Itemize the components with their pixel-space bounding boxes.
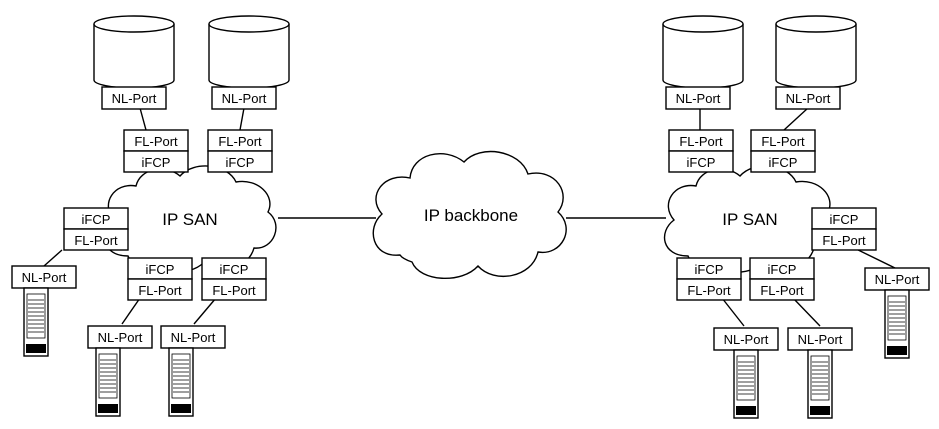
link <box>239 107 245 131</box>
ifcp-label: iFCP <box>695 262 724 277</box>
ifcp-gateway: iFCP FL-Port <box>811 207 877 251</box>
fl-port-label: FL-Port <box>218 134 262 149</box>
server-icon <box>807 349 833 419</box>
ifcp-label: iFCP <box>769 155 798 170</box>
ifcp-label: iFCP <box>830 212 859 227</box>
ifcp-label: iFCP <box>82 212 111 227</box>
fl-port-label: FL-Port <box>134 134 178 149</box>
server-icon <box>168 347 194 417</box>
ip-backbone-label: IP backbone <box>424 206 518 225</box>
ifcp-label: iFCP <box>687 155 716 170</box>
disk-storage-icon <box>775 15 857 89</box>
nl-port-label: NL-Port <box>724 332 769 347</box>
fl-port-label: FL-Port <box>138 283 182 298</box>
ip-san-cloud-left: IP SAN <box>103 165 277 273</box>
nl-port-box: NL-Port <box>787 327 853 351</box>
ifcp-gateway: FL-Port iFCP <box>123 129 189 173</box>
nl-port-box: NL-Port <box>101 86 167 110</box>
nl-port-label: NL-Port <box>222 91 267 106</box>
fl-port-label: FL-Port <box>679 134 723 149</box>
nl-port-label: NL-Port <box>112 91 157 106</box>
ip-san-label-left: IP SAN <box>162 210 217 229</box>
nl-port-label: NL-Port <box>22 270 67 285</box>
nl-port-label: NL-Port <box>875 272 920 287</box>
fl-port-label: FL-Port <box>822 233 866 248</box>
ifcp-gateway: FL-Port iFCP <box>668 129 734 173</box>
server-icon <box>23 287 49 357</box>
ifcp-gateway: FL-Port iFCP <box>750 129 816 173</box>
fl-port-label: FL-Port <box>74 233 118 248</box>
link <box>783 107 809 131</box>
nl-port-label: NL-Port <box>798 332 843 347</box>
server-icon <box>733 349 759 419</box>
link <box>121 297 141 325</box>
fl-port-label: FL-Port <box>212 283 256 298</box>
ifcp-gateway: FL-Port iFCP <box>207 129 273 173</box>
nl-port-box: NL-Port <box>775 86 841 110</box>
ip-san-cloud-right: IP SAN <box>663 165 837 273</box>
link <box>193 297 217 325</box>
link <box>721 297 745 327</box>
ifcp-gateway: iFCP FL-Port <box>127 257 193 301</box>
left-site: IP SAN NL-Port NL-Port FL-Port iFCP <box>11 15 290 417</box>
nl-port-box: NL-Port <box>87 325 153 349</box>
ip-backbone-cloud: IP backbone <box>372 150 567 279</box>
ifcp-label: iFCP <box>226 155 255 170</box>
link <box>792 297 821 327</box>
nl-port-box: NL-Port <box>713 327 779 351</box>
fl-port-label: FL-Port <box>687 283 731 298</box>
link <box>43 249 63 267</box>
server-icon <box>95 347 121 417</box>
nl-port-label: NL-Port <box>676 91 721 106</box>
right-site: IP SAN NL-Port NL-Port FL-Port iFCP <box>662 15 930 419</box>
disk-storage-icon <box>208 15 290 89</box>
ifcp-label: iFCP <box>220 262 249 277</box>
ip-san-label-right: IP SAN <box>722 210 777 229</box>
ifcp-label: iFCP <box>142 155 171 170</box>
ifcp-gateway: iFCP FL-Port <box>201 257 267 301</box>
nl-port-label: NL-Port <box>786 91 831 106</box>
ifcp-label: iFCP <box>768 262 797 277</box>
server-icon <box>884 289 910 359</box>
nl-port-label: NL-Port <box>171 330 216 345</box>
link <box>139 107 147 131</box>
ifcp-gateway: iFCP FL-Port <box>676 257 742 301</box>
ifcp-gateway: iFCP FL-Port <box>63 207 129 251</box>
nl-port-box: NL-Port <box>864 267 930 291</box>
fl-port-label: FL-Port <box>761 134 805 149</box>
disk-storage-icon <box>93 15 175 89</box>
nl-port-label: NL-Port <box>98 330 143 345</box>
disk-storage-icon <box>662 15 744 89</box>
fl-port-label: FL-Port <box>760 283 804 298</box>
nl-port-box: NL-Port <box>160 325 226 349</box>
nl-port-box: NL-Port <box>211 86 277 110</box>
nl-port-box: NL-Port <box>665 86 731 110</box>
ifcp-label: iFCP <box>146 262 175 277</box>
nl-port-box: NL-Port <box>11 265 77 289</box>
ifcp-gateway: iFCP FL-Port <box>749 257 815 301</box>
